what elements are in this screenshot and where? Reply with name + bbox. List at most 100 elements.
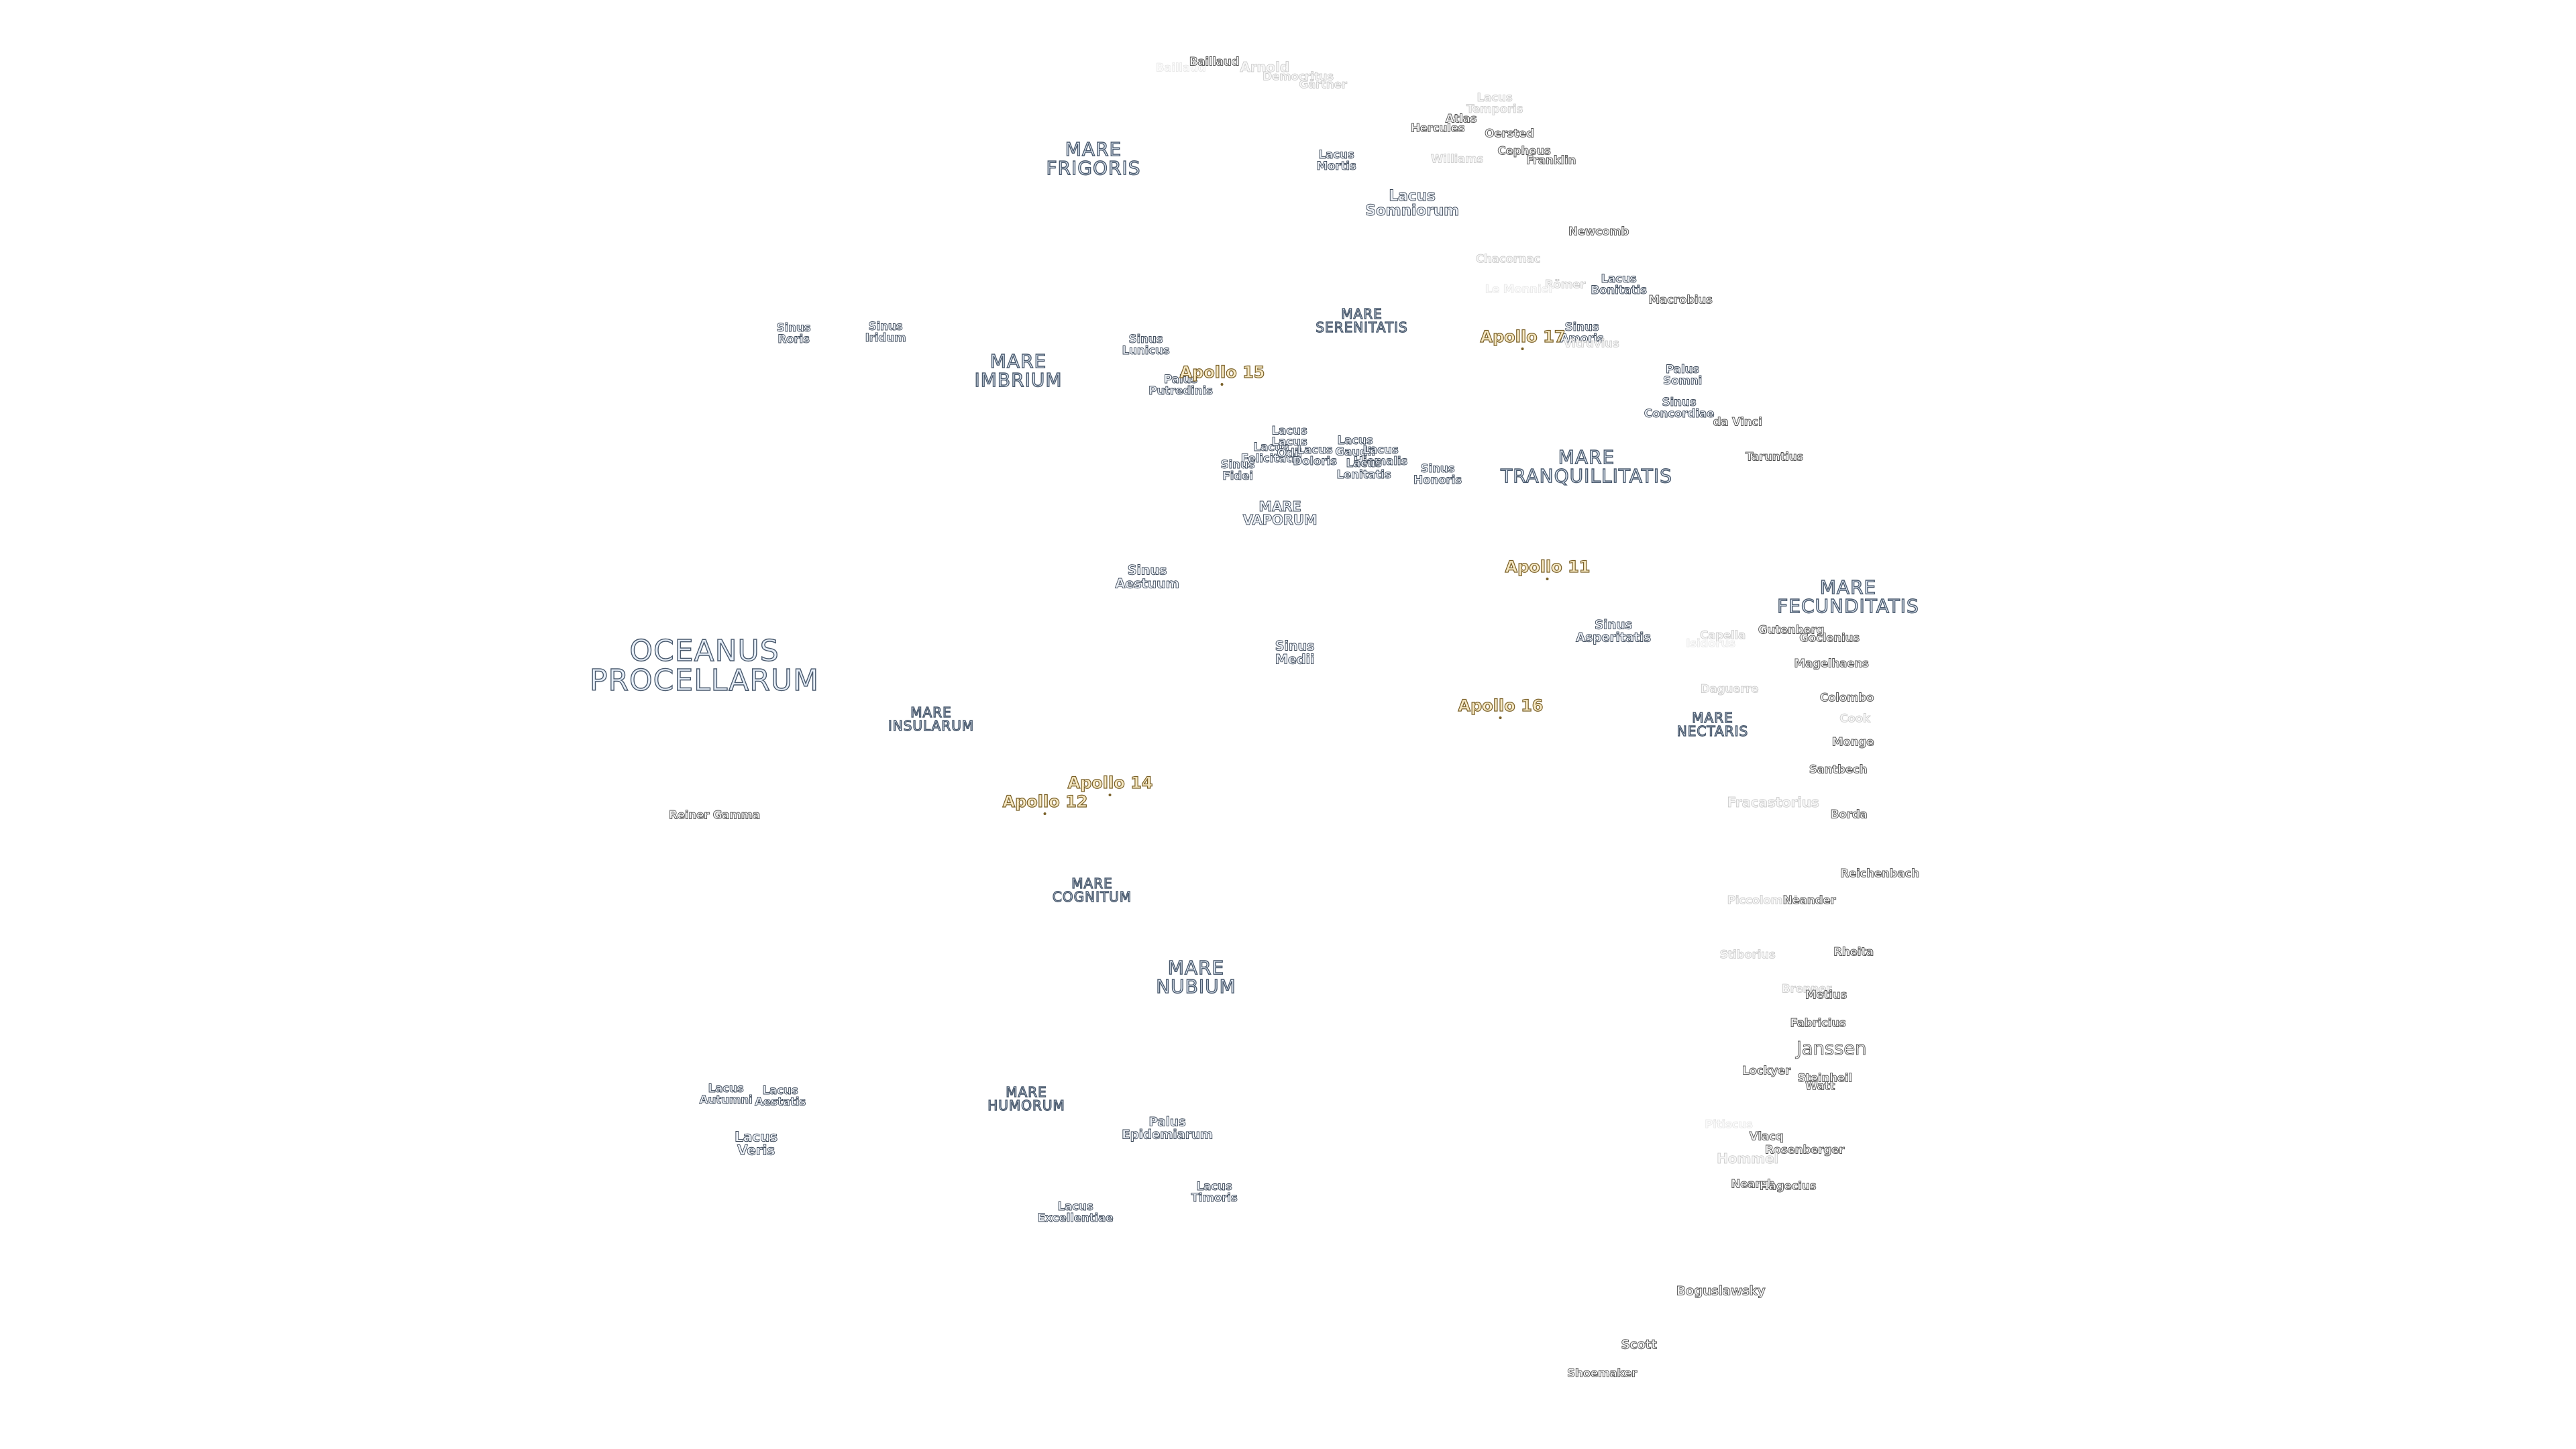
cr-atlas-label[interactable]: Atlas	[1445, 113, 1477, 125]
cr-rosenberger-label[interactable]: Rosenberger	[1764, 1144, 1845, 1157]
cr-democritus-label[interactable]: Democritus	[1263, 71, 1334, 83]
cr-metius-label[interactable]: Metius	[1805, 989, 1847, 1002]
cr-daguerre-label[interactable]: Daguerre	[1700, 684, 1759, 696]
cr-scott-label[interactable]: Scott	[1621, 1339, 1658, 1352]
cr-brenner-label[interactable]: Brenner	[1782, 983, 1832, 996]
cr-da-vinci-label[interactable]: da Vinci	[1713, 417, 1762, 429]
cr-vlacq-label[interactable]: Vlacq	[1749, 1131, 1784, 1143]
cr-monge-label[interactable]: Monge	[1831, 737, 1874, 749]
cr-borda-label[interactable]: Borda	[1830, 809, 1868, 821]
cr-le-monnier-label[interactable]: Le Monnier	[1485, 284, 1554, 296]
cr-magelhaens-label[interactable]: Magelhaens	[1794, 658, 1870, 670]
cr-neander-label[interactable]: Neander	[1782, 895, 1836, 907]
cr-isidorus-label[interactable]: Isidorus	[1686, 638, 1735, 650]
cr-macrobius-label[interactable]: Macrobius	[1648, 294, 1713, 307]
cr-rheita-label[interactable]: Rheita	[1833, 947, 1874, 959]
apollo-11-site-label[interactable]: Apollo 11	[1505, 558, 1591, 580]
cr-reichenbach-label[interactable]: Reichenbach	[1840, 868, 1920, 880]
apollo-12-site-label[interactable]: Apollo 12	[1002, 793, 1088, 815]
cr-cepheus-label[interactable]: Cepheus	[1497, 146, 1552, 158]
cr-taruntius-label[interactable]: Taruntius	[1746, 451, 1804, 464]
cr-fracastorius-label[interactable]: Fracastorius	[1727, 795, 1819, 810]
cr-goclenius-label[interactable]: Goclenius	[1799, 633, 1860, 645]
apollo-15-site-label[interactable]: Apollo 15	[1179, 364, 1265, 386]
cr-bailaud-faint-label[interactable]: Baillaud	[1156, 62, 1206, 74]
cr-janssen-label[interactable]: Janssen	[1796, 1038, 1867, 1058]
cr-capella-label[interactable]: Capella	[1700, 630, 1746, 642]
cr-hommel-label[interactable]: Hommel	[1717, 1151, 1779, 1166]
lacus-doloris-upper-label[interactable]: Lacus	[1271, 425, 1307, 437]
apollo-17-site-label[interactable]: Apollo 17	[1480, 328, 1566, 350]
cr-fabricius-label[interactable]: Fabricius	[1790, 1018, 1846, 1030]
cr-steinheil-label[interactable]: Steinheil	[1797, 1073, 1853, 1085]
cr-oersted-label[interactable]: Oersted	[1485, 128, 1535, 140]
cr-vitruvius-label[interactable]: Vitruvius	[1563, 338, 1619, 350]
cr-nearch-label[interactable]: Nearch	[1731, 1179, 1776, 1191]
cr-hercules-label[interactable]: Hercules	[1410, 123, 1465, 135]
cr-hagecius-label[interactable]: Hagecius	[1759, 1181, 1817, 1193]
cr-stiborius-label[interactable]: Stiborius	[1719, 949, 1776, 961]
cr-pitiscus-label[interactable]: Pitiscus	[1705, 1119, 1753, 1131]
cr-franklin-label[interactable]: Franklin	[1525, 155, 1576, 167]
cr-colombo-label[interactable]: Colombo	[1819, 692, 1874, 704]
cr-arnold-label[interactable]: Arnold	[1240, 60, 1290, 74]
cr-gutenberg-label[interactable]: Gutenberg	[1758, 625, 1825, 637]
cr-cook-label[interactable]: Cook	[1839, 713, 1871, 725]
cr-watt-label[interactable]: Watt	[1805, 1081, 1835, 1093]
cr-reiner-gamma-label[interactable]: Reiner Gamma	[669, 810, 761, 822]
cr-newcomb-label[interactable]: Newcomb	[1568, 226, 1629, 238]
apollo-16-site-label[interactable]: Apollo 16	[1458, 697, 1544, 719]
cr-gartner-label[interactable]: Gärtner	[1299, 79, 1347, 91]
cr-chacornac-label[interactable]: Chacornac	[1476, 254, 1541, 266]
cr-baillaud-label[interactable]: Baillaud	[1189, 56, 1240, 68]
cr-romer-label[interactable]: Römer	[1544, 279, 1586, 291]
apollo-14-site-label[interactable]: Apollo 14	[1067, 774, 1153, 796]
cr-santbech-label[interactable]: Santbech	[1809, 764, 1868, 776]
cr-williams-label[interactable]: Williams	[1431, 154, 1484, 166]
cr-boguslawsky-label[interactable]: Boguslawsky	[1676, 1285, 1766, 1299]
cr-lockyer-label[interactable]: Lockyer	[1742, 1065, 1791, 1077]
cr-piccolomini-label[interactable]: Piccolomini	[1727, 895, 1798, 907]
cr-shoemaker-label[interactable]: Shoemaker	[1567, 1368, 1638, 1380]
